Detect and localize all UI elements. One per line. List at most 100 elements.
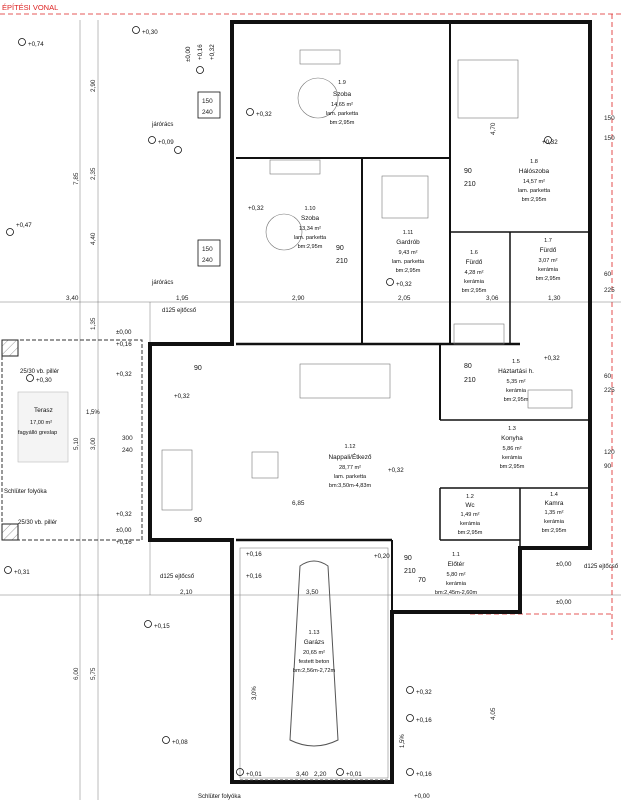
svg-text:+0,32: +0,32 xyxy=(248,205,264,212)
svg-text:1.6: 1.6 xyxy=(470,250,478,256)
svg-text:90: 90 xyxy=(336,245,344,252)
svg-text:5,86 m²: 5,86 m² xyxy=(503,446,522,452)
svg-text:kerámia: kerámia xyxy=(460,521,481,527)
svg-text:+0,32: +0,32 xyxy=(209,44,216,60)
svg-text:+0,16: +0,16 xyxy=(246,573,262,580)
svg-text:150: 150 xyxy=(202,246,213,253)
svg-text:bm:2,95m: bm:2,95m xyxy=(396,268,421,274)
svg-text:225: 225 xyxy=(604,287,615,294)
svg-text:150: 150 xyxy=(604,135,615,142)
svg-text:6,85: 6,85 xyxy=(292,500,305,507)
svg-text:+0,32: +0,32 xyxy=(116,371,132,378)
svg-text:1.11: 1.11 xyxy=(403,230,413,236)
svg-text:kerámia: kerámia xyxy=(446,581,467,587)
svg-text:1.12: 1.12 xyxy=(345,444,356,450)
svg-text:Wc: Wc xyxy=(465,502,475,509)
room-haloszoba: 1.8 Hálószoba 14,57 m² lam. parketta bm:… xyxy=(518,159,551,203)
svg-text:14,65 m²: 14,65 m² xyxy=(331,102,353,108)
svg-text:80: 80 xyxy=(464,363,472,370)
svg-text:1.9: 1.9 xyxy=(338,80,346,86)
boundary-label: ÉPÍTÉSI VONAL xyxy=(2,3,58,12)
svg-text:bm:2,95m: bm:2,95m xyxy=(500,464,525,470)
svg-text:Szoba: Szoba xyxy=(301,215,320,222)
svg-text:1.13: 1.13 xyxy=(309,630,320,636)
svg-text:+0,16: +0,16 xyxy=(116,539,132,546)
plan-notes: járórács járórács d125 ejtőcső d125 ejtő… xyxy=(151,122,619,580)
room-furdo-1: 1.6 Fürdő 4,28 m² kerámia bm:2,95m xyxy=(462,250,487,294)
svg-text:25/30 vb. pillér: 25/30 vb. pillér xyxy=(18,520,57,526)
svg-text:60: 60 xyxy=(604,271,612,278)
svg-text:+0,16: +0,16 xyxy=(197,44,204,60)
svg-text:1.4: 1.4 xyxy=(550,492,558,498)
svg-text:kerámia: kerámia xyxy=(506,388,527,394)
svg-text:Schlüter folyóka: Schlüter folyóka xyxy=(4,489,47,495)
svg-text:60: 60 xyxy=(604,373,612,380)
dimension-labels: 2,90 2,35 4,40 7,85 1,35 5,10 3,00 6,00 … xyxy=(66,79,561,778)
door-labels: 90 90 90 210 90 210 80 210 90 210 70 xyxy=(194,168,476,584)
svg-text:240: 240 xyxy=(202,257,213,264)
svg-text:150: 150 xyxy=(202,98,213,105)
svg-text:+0,16: +0,16 xyxy=(116,341,132,348)
svg-text:±0,00: ±0,00 xyxy=(556,561,572,568)
svg-text:+0,74: +0,74 xyxy=(28,41,44,48)
svg-text:5,75: 5,75 xyxy=(90,667,97,680)
svg-text:20,65 m²: 20,65 m² xyxy=(303,650,325,656)
terrace: 25/30 vb. pillér 25/30 vb. pillér Terasz… xyxy=(1,339,143,541)
svg-text:d125 ejtőcső: d125 ejtőcső xyxy=(160,574,195,580)
svg-text:14,57 m²: 14,57 m² xyxy=(523,179,545,185)
svg-text:+0,01: +0,01 xyxy=(346,771,362,778)
svg-text:+0,16: +0,16 xyxy=(246,551,262,558)
svg-text:+0,31: +0,31 xyxy=(14,569,30,576)
svg-text:bm:2,95m: bm:2,95m xyxy=(462,288,487,294)
svg-text:90: 90 xyxy=(194,517,202,524)
room-haztartasi: 1.5 Háztartási h. 5,35 m² kerámia bm:2,9… xyxy=(498,359,534,403)
svg-text:±0,00: ±0,00 xyxy=(185,46,192,62)
svg-text:Fürdő: Fürdő xyxy=(540,247,557,254)
svg-text:1.5: 1.5 xyxy=(512,359,520,365)
level-markers xyxy=(4,26,552,776)
svg-text:70: 70 xyxy=(418,577,426,584)
svg-text:4,28 m²: 4,28 m² xyxy=(465,270,484,276)
svg-text:+0,32: +0,32 xyxy=(416,689,432,696)
svg-text:1,35: 1,35 xyxy=(90,317,97,330)
svg-text:3,50: 3,50 xyxy=(306,589,319,596)
room-konyha: 1.3 Konyha 5,86 m² kerámia bm:2,95m xyxy=(500,426,525,470)
svg-text:2,90: 2,90 xyxy=(292,295,305,302)
svg-text:kerámia: kerámia xyxy=(544,519,565,525)
svg-text:28,77 m²: 28,77 m² xyxy=(339,465,361,471)
svg-text:+0,32: +0,32 xyxy=(544,355,560,362)
svg-text:1,95: 1,95 xyxy=(176,295,189,302)
room-eloter: 1.1 Előtér 5,80 m² kerámia bm:2,45m-2,60… xyxy=(435,552,478,596)
room-garazs: 1.13 Garázs 20,65 m² festett beton bm:2,… xyxy=(293,630,336,674)
svg-text:2,20: 2,20 xyxy=(314,771,327,778)
svg-text:+0,16: +0,16 xyxy=(416,717,432,724)
svg-text:+0,32: +0,32 xyxy=(542,139,558,146)
svg-text:+0,20: +0,20 xyxy=(374,553,390,560)
svg-text:210: 210 xyxy=(404,568,416,575)
svg-text:+0,15: +0,15 xyxy=(154,623,170,630)
room-wc: 1.2 Wc 1,49 m² kerámia bm:2,95m xyxy=(458,494,483,536)
svg-text:Szoba: Szoba xyxy=(333,91,352,98)
svg-text:d125 ejtőcső: d125 ejtőcső xyxy=(584,564,619,570)
svg-text:13,34 m²: 13,34 m² xyxy=(299,226,321,232)
svg-text:1,5%: 1,5% xyxy=(400,734,406,748)
svg-text:járórács: járórács xyxy=(151,280,173,286)
svg-text:1,5%: 1,5% xyxy=(86,410,100,416)
svg-text:Garázs: Garázs xyxy=(304,639,325,646)
svg-text:lam. parketta: lam. parketta xyxy=(518,188,551,194)
svg-text:+0,16: +0,16 xyxy=(416,771,432,778)
svg-text:Háztartási h.: Háztartási h. xyxy=(498,368,534,375)
svg-text:kerámia: kerámia xyxy=(464,279,485,285)
svg-text:bm:2,95m: bm:2,95m xyxy=(298,244,323,250)
svg-text:bm:2,95m: bm:2,95m xyxy=(458,530,483,536)
svg-text:120: 120 xyxy=(604,449,615,456)
svg-text:3,00: 3,00 xyxy=(90,437,97,450)
svg-text:kerámia: kerámia xyxy=(538,267,559,273)
svg-text:bm:2,56m-2,72m: bm:2,56m-2,72m xyxy=(293,668,336,674)
svg-text:+0,32: +0,32 xyxy=(388,467,404,474)
svg-text:3,06: 3,06 xyxy=(486,295,499,302)
svg-text:bm:2,95m: bm:2,95m xyxy=(542,528,567,534)
svg-text:+0,32: +0,32 xyxy=(116,511,132,518)
svg-text:Terasz: Terasz xyxy=(34,407,53,414)
svg-text:2,05: 2,05 xyxy=(398,295,411,302)
